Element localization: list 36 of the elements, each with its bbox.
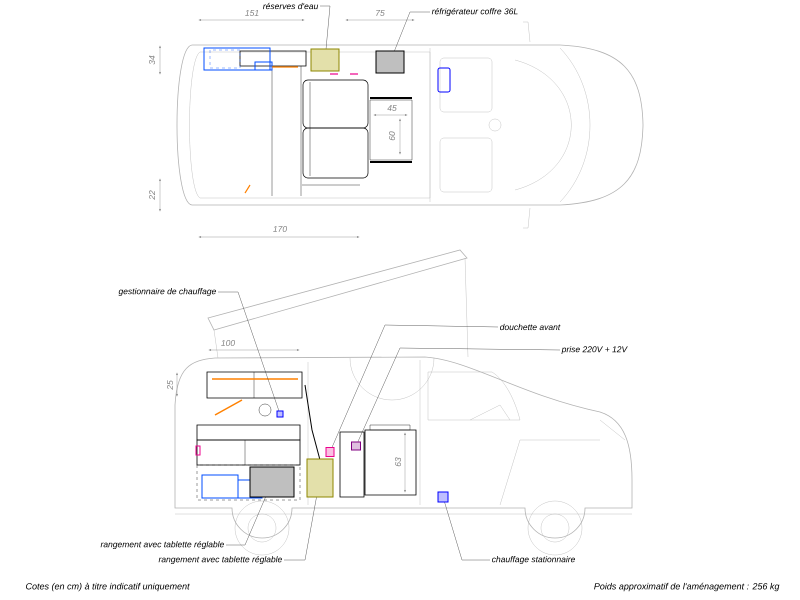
callout-text: rangement avec tablette réglable (158, 556, 282, 564)
callout-text: réserves d'eau (262, 2, 318, 10)
callout-text: chauffage stationnaire (492, 556, 575, 564)
refrigerator (376, 50, 404, 74)
leader-line (358, 348, 560, 442)
callout-text: rangement avec tablette réglable (100, 541, 224, 549)
heating-controller (276, 410, 284, 418)
note: Cotes (en cm) à titre indicatif uniquement (26, 582, 190, 592)
note: Poids approximatif de l'aménagement : 256 kg (594, 582, 780, 592)
leader-line (394, 12, 430, 51)
dimension-label: 170 (272, 225, 288, 234)
leader-line (444, 502, 490, 560)
leader-line (218, 292, 279, 411)
dimension-label: 100 (220, 339, 236, 348)
callout-text: réfrigérateur coffre 36L (432, 8, 518, 16)
leader-line (320, 6, 330, 49)
callout-text: prise 220V + 12V (562, 346, 628, 354)
water-tank (310, 48, 340, 72)
dimension-label: 34 (148, 54, 156, 66)
dimension-label: 75 (374, 9, 386, 17)
power-socket (351, 442, 361, 450)
dimension-label: 25 (166, 379, 174, 391)
dimension-label: 60 (388, 130, 396, 142)
leader-line (284, 497, 317, 560)
storage-compartment (306, 458, 334, 498)
leader-line (226, 497, 266, 546)
callout-text: douchette avant (500, 324, 560, 330)
dimension-label: 22 (148, 189, 156, 201)
leader-line (332, 324, 498, 448)
storage-compartment (250, 466, 294, 498)
shower-outlet (326, 447, 334, 457)
dimension-label: 63 (394, 456, 402, 468)
dimension-label: 45 (386, 104, 398, 112)
heater (438, 492, 448, 502)
callout-text: gestionnaire de chauffage (118, 288, 216, 296)
dimension-label: 151 (244, 9, 260, 17)
